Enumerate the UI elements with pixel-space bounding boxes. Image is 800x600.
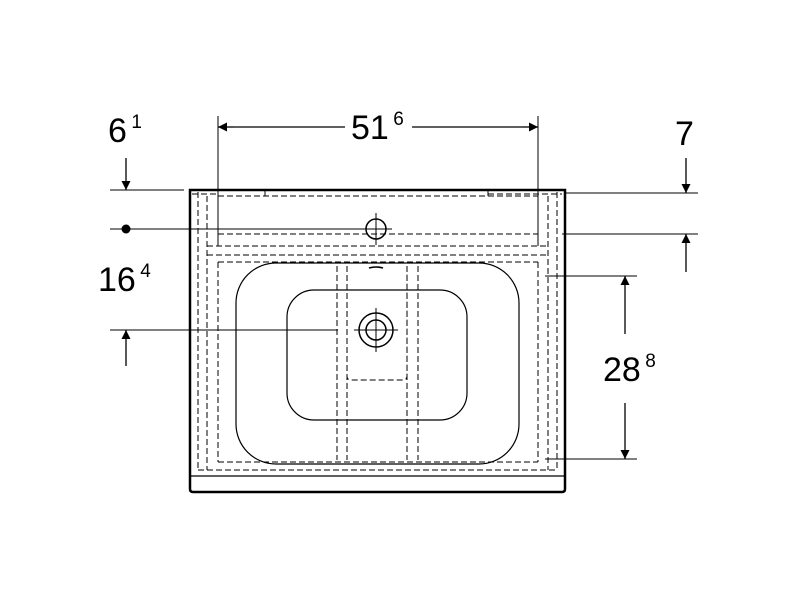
- top-right-offset-label: 7: [675, 115, 694, 153]
- tap-hole: [360, 213, 392, 245]
- hidden-outline-lines: [192, 190, 562, 471]
- top-left-offset-dimension: [110, 158, 184, 191]
- top-left-offset-value: 6: [108, 112, 127, 150]
- overall-width-fraction: 6: [393, 109, 404, 130]
- bowl-inner-basin: [286, 289, 468, 421]
- basin-depth-fraction: 8: [645, 351, 656, 372]
- tap-to-drain-value: 16: [98, 261, 136, 299]
- basin-depth-label: 28 8: [603, 351, 656, 389]
- bowl-outer-rim: [235, 262, 520, 465]
- top-right-offset-dimension: [562, 158, 698, 272]
- top-right-offset-value: 7: [675, 115, 694, 153]
- overall-width-value: 51: [351, 109, 389, 147]
- tap-to-drain-label: 16 4: [98, 261, 151, 299]
- bowl: [235, 262, 520, 465]
- overflow-slot: [368, 266, 384, 269]
- tap-to-drain-dimension: [110, 224, 362, 366]
- tap-to-drain-fraction: 4: [140, 261, 151, 282]
- basin-depth-dimension: [545, 275, 637, 460]
- basin-outline: [188, 188, 567, 494]
- top-left-offset-fraction: 1: [131, 112, 142, 133]
- basin-body: [188, 188, 567, 494]
- drain: [354, 308, 398, 352]
- overall-width-label: 51 6: [351, 109, 404, 147]
- overall-width-dimension: [217, 116, 539, 246]
- basin-depth-value: 28: [603, 351, 641, 389]
- top-left-offset-label: 6 1: [108, 112, 142, 150]
